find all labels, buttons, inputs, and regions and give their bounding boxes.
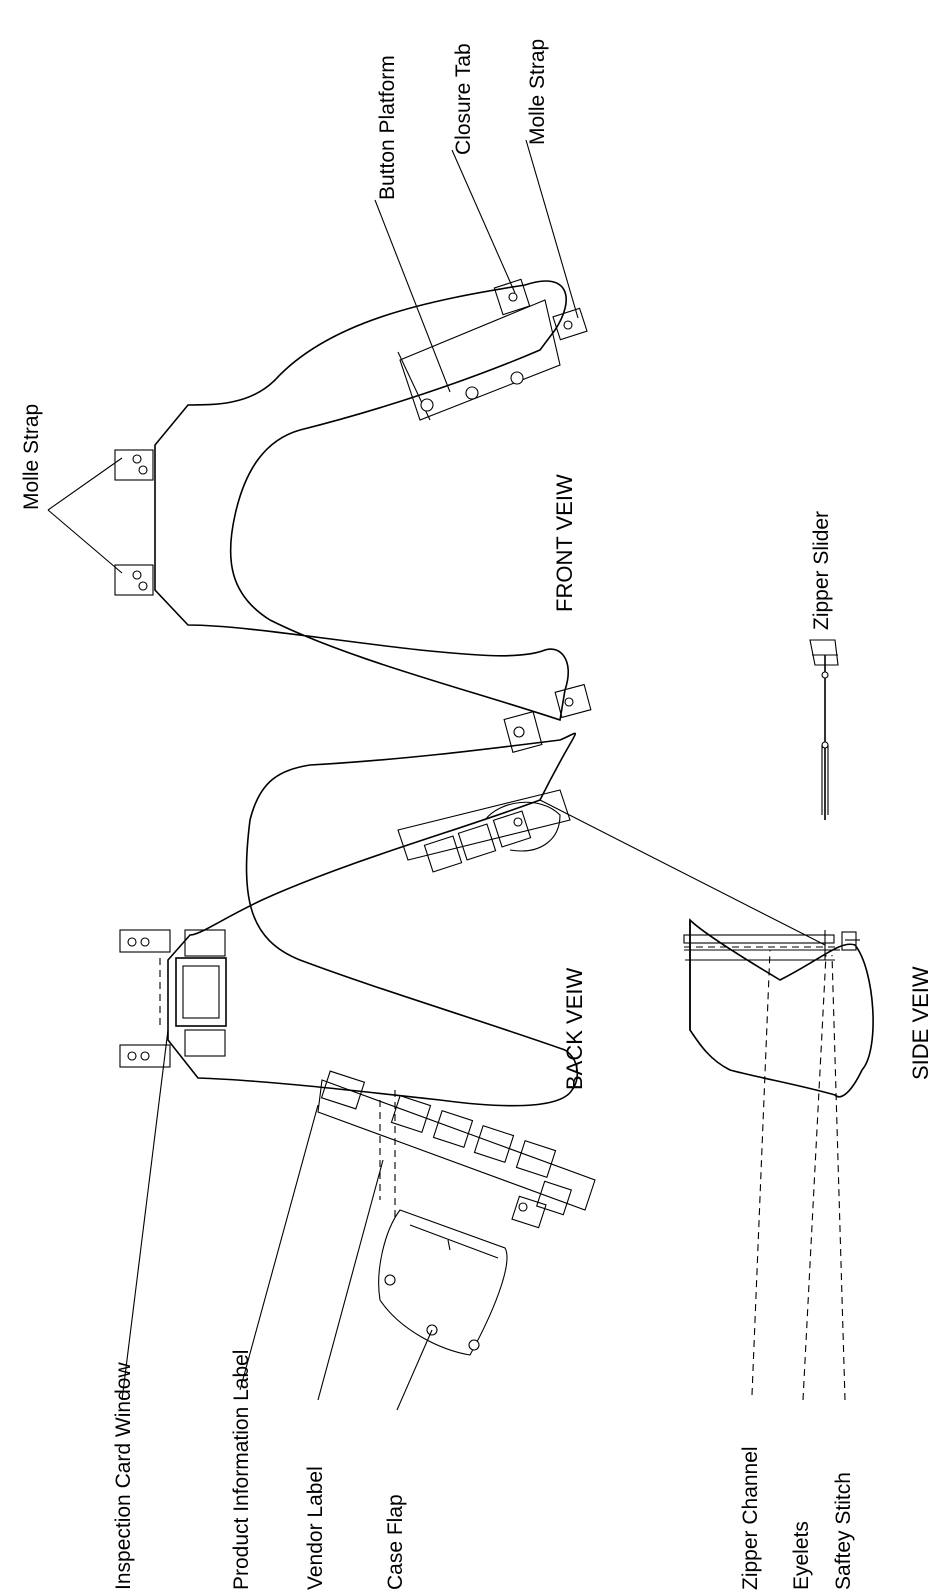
product-information-label: Product Information Label (230, 1350, 253, 1590)
side-view-title: SIDE VEIW (908, 966, 933, 1080)
back-view: BACK VEIW (119, 732, 596, 1356)
closure-tab-label: Closure Tab (452, 43, 475, 155)
inspection-card-window-label: Inspection Card Window (112, 1362, 135, 1590)
zipper-slider-label: Zipper Slider (810, 511, 833, 630)
case-flap-label: Case Flap (384, 1494, 407, 1590)
eyelets-label: Eyelets (790, 1521, 813, 1590)
back-view-outline (167, 732, 579, 1107)
saftey-stitch-label: Saftey Stitch (832, 1472, 855, 1590)
front-view: FRONT VEIW (114, 278, 592, 753)
front-molle-tab-bottom (114, 564, 154, 596)
front-view-outline (154, 280, 570, 722)
case-flap-shape (378, 1209, 508, 1356)
molle-strap-shape (552, 307, 588, 341)
button-platform-label: Button Platform (376, 55, 399, 200)
front-view-title: FRONT VEIW (552, 474, 577, 612)
molle-strap-top-label: Molle Strap (20, 404, 43, 510)
side-view: SIDE VEIW (683, 918, 933, 1098)
back-view-title: BACK VEIW (562, 968, 587, 1090)
inspection-card-window-shape (175, 957, 227, 1027)
front-molle-tab-top (114, 449, 154, 481)
closure-tab-shape (493, 278, 531, 316)
button-platform-shape (399, 299, 561, 421)
vendor-label-label: Vendor Label (304, 1466, 327, 1590)
zipper-channel-label: Zipper Channel (739, 1446, 762, 1590)
zipper-slider: Zipper Slider (809, 511, 839, 820)
molle-strap-right-label: Molle Strap (526, 39, 549, 145)
side-view-outline (689, 918, 874, 1098)
zipper-channel-shape (683, 934, 835, 944)
